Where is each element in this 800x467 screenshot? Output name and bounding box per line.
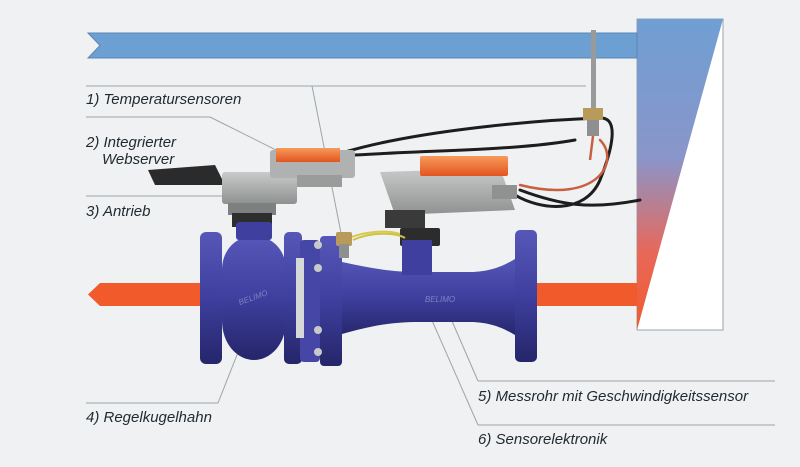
label-actuator: 3) Antrieb xyxy=(86,203,151,220)
supply-pipe xyxy=(86,32,638,59)
label-temperature-sensors: 1) Temperatursensoren xyxy=(86,91,242,108)
measuring-tube: BELIMO xyxy=(342,230,537,362)
label-control-ball-valve: 4) Regelkugelhahn xyxy=(86,409,212,426)
ground-wire xyxy=(352,232,406,241)
return-pipe-left xyxy=(88,283,205,306)
heat-exchanger xyxy=(636,18,724,331)
cables xyxy=(343,116,642,241)
return-pipe-right xyxy=(535,283,637,306)
label-sensor-electronics: 6) Sensorelektronik xyxy=(478,431,608,448)
label-web-server: 2) Integrierter Webserver xyxy=(86,134,176,168)
sensor-electronics-housing xyxy=(380,156,517,246)
temperature-sensor-return xyxy=(336,232,352,258)
label-web-server-line1: 2) Integrierter xyxy=(86,134,177,151)
label-web-server-line2: Webserver xyxy=(102,151,175,168)
control-ball-valve: BELIMO xyxy=(200,222,302,364)
connecting-flanges xyxy=(296,236,342,366)
label-measuring-tube: 5) Messrohr mit Geschwindigkeitssensor xyxy=(478,388,749,405)
temperature-sensor-supply xyxy=(583,30,603,161)
svg-text:BELIMO: BELIMO xyxy=(425,295,455,304)
ball-valve-actuator xyxy=(148,148,355,227)
